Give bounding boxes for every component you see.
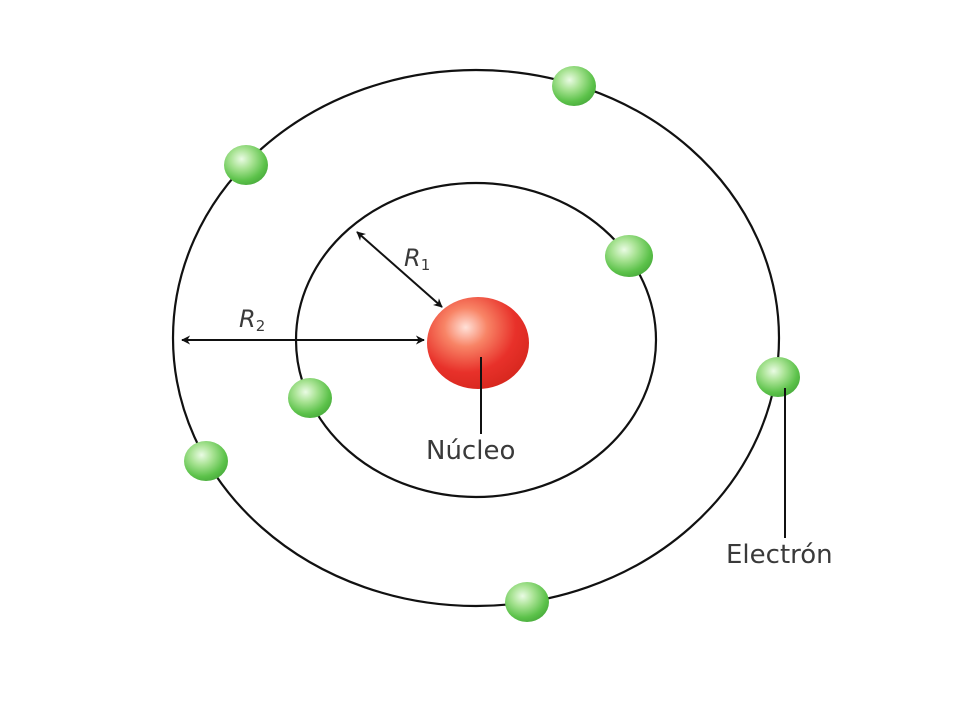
electron-label: Electrón (726, 540, 833, 570)
r2-letter: R (239, 305, 256, 333)
nucleus-label: Núcleo (426, 436, 516, 466)
nucleus (427, 297, 529, 389)
electron (505, 582, 549, 622)
electron (224, 145, 268, 185)
electron (756, 357, 800, 397)
electron (605, 235, 653, 277)
r1-label: R1 (404, 246, 430, 273)
r1-arrow (356, 231, 443, 308)
r1-index: 1 (420, 256, 431, 274)
outer-orbit (171, 68, 781, 608)
r1-letter: R (404, 244, 421, 272)
electron (552, 66, 596, 106)
r2-label: R2 (239, 307, 265, 334)
electron (184, 441, 228, 481)
electron (288, 378, 332, 418)
r2-index: 2 (255, 317, 266, 335)
